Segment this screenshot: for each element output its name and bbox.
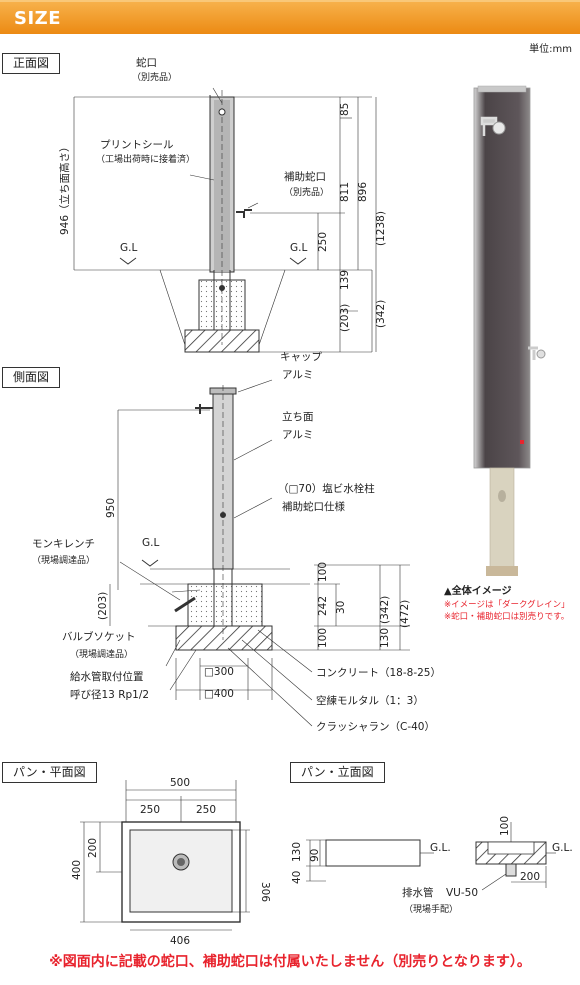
side-supply-label: 給水管取付位置 — [70, 670, 144, 683]
front-dim-1238: (1238) — [375, 211, 387, 246]
front-aux-sub: （別売品） — [284, 186, 329, 198]
side-pipe-sub: 補助蛇口仕様 — [282, 500, 345, 513]
image-caption-line1: ※イメージは「ダークグレイン」 — [444, 599, 570, 610]
front-dim-139: 139 — [339, 270, 351, 290]
side-cap-label: キャップ — [280, 351, 322, 363]
pan-elevation — [306, 822, 556, 891]
side-supply-sub: 呼び径13 Rp1/2 — [70, 688, 149, 701]
front-dim-85: 85 — [339, 103, 351, 116]
front-aux-label: 補助蛇口 — [284, 170, 326, 183]
side-dim-472: (472) — [399, 600, 411, 628]
front-seal-sub: （工場出荷時に接着済） — [96, 153, 195, 165]
pan-plan-text: 500 250 250 400 200 306 406 — [71, 777, 271, 947]
pan-w500: 500 — [170, 777, 190, 789]
side-sq400: □400 — [204, 688, 234, 700]
pan-elev-drain-spec: VU-50 — [446, 887, 478, 899]
front-height-label: 946（立ち面高さ） — [58, 141, 71, 235]
image-caption-title: ▲全体イメージ — [444, 584, 512, 597]
side-dim-30: 30 — [335, 601, 347, 614]
front-faucet-label: 蛇口 — [136, 56, 157, 69]
image-caption-line2: ※蛇口・補助蛇口は別売りです。 — [444, 611, 569, 622]
side-gl: G.L — [142, 537, 159, 549]
side-concrete-label: コンクリート（18-8-25） — [316, 667, 441, 679]
side-valve-label: バルブソケット — [62, 630, 136, 643]
side-dim-100a: 100 — [317, 562, 329, 582]
front-dim-811: 811 — [339, 182, 351, 202]
pan-elev-40: 40 — [291, 871, 303, 884]
footer-note: ※図面内に記載の蛇口、補助蛇口は付属いたしません（別売りとなります）。 — [49, 954, 531, 970]
side-wrench-sub: （現場調達品） — [32, 554, 95, 566]
side-valve-sub: （現場調達品） — [70, 648, 133, 660]
front-view-label: 正面図 — [2, 53, 61, 74]
side-pipe-label: （□70）塩ビ水栓柱 — [278, 482, 375, 495]
side-view-text: キャップ アルミ 立ち面 アルミ （□70）塩ビ水栓柱 補助蛇口仕様 モンキレン… — [32, 351, 441, 733]
front-dim-250: 250 — [317, 232, 329, 252]
pan-plan-label: パン・平面図 — [2, 762, 97, 783]
pan-h306: 306 — [259, 882, 271, 902]
pan-w250b: 250 — [196, 804, 216, 816]
pan-elev-100: 100 — [499, 816, 511, 836]
pan-elev-gl-right: G.L. — [552, 842, 573, 854]
pan-elev-gl-left: G.L. — [430, 842, 451, 854]
side-wrench-label: モンキレンチ — [32, 538, 95, 550]
side-dim-130: 130 — [379, 628, 391, 648]
pan-h400: 400 — [71, 860, 83, 880]
side-dim-203: (203) — [97, 592, 109, 620]
pan-elev-drain-sub: （現場手配） — [404, 903, 458, 915]
front-view — [73, 87, 377, 353]
side-mortar-label: 空練モルタル（1：3） — [316, 694, 424, 707]
product-image — [473, 85, 546, 576]
front-dim-203: (203) — [339, 304, 351, 332]
side-dim-342: (342) — [379, 596, 391, 624]
front-gl-right: G.L — [290, 242, 307, 254]
side-view-label: 側面図 — [2, 367, 61, 388]
pan-w250a: 250 — [140, 804, 160, 816]
side-cap-material: アルミ — [282, 369, 313, 381]
pan-h200: 200 — [87, 838, 99, 858]
side-sq300: □300 — [204, 666, 234, 678]
side-face-material: アルミ — [282, 429, 313, 441]
front-faucet-sub: （別売品） — [132, 71, 177, 83]
front-seal-label: プリントシール — [100, 139, 174, 151]
pan-elevation-text: 130 90 40 100 200 G.L. G.L. 排水管 VU-50 （現… — [291, 816, 573, 915]
pan-elev-130: 130 — [291, 842, 303, 862]
header-title: SIZE — [14, 8, 62, 29]
pan-elev-drain: 排水管 — [402, 886, 434, 899]
side-crusher-label: クラッシャラン（C-40） — [316, 721, 435, 733]
side-dim-100b: 100 — [317, 628, 329, 648]
pan-plan — [80, 780, 250, 931]
front-dim-342: (342) — [375, 300, 387, 328]
pan-elevation-label: パン・立面図 — [290, 762, 385, 783]
front-dim-896: 896 — [357, 182, 369, 202]
side-dim-242: 242 — [317, 596, 329, 616]
pan-w406: 406 — [170, 935, 190, 947]
section-header: SIZE — [0, 0, 580, 34]
side-face-label: 立ち面 — [282, 410, 314, 423]
pan-elev-90: 90 — [309, 849, 321, 862]
unit-label: 単位:mm — [529, 44, 572, 55]
front-view-text: 蛇口 （別売品） プリントシール （工場出荷時に接着済） 補助蛇口 （別売品） … — [58, 56, 387, 332]
side-dim-950: 950 — [105, 498, 117, 518]
front-gl-left: G.L — [120, 242, 137, 254]
pan-elev-200: 200 — [520, 871, 540, 883]
side-view — [109, 379, 410, 727]
